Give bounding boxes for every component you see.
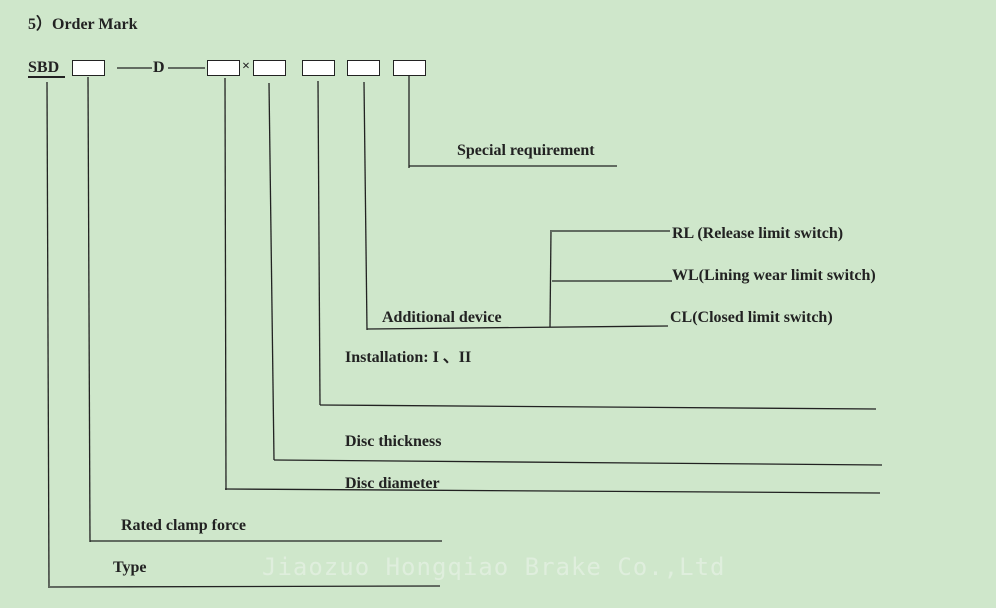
- code-box-additional: [347, 60, 380, 76]
- label-clamp: Rated clamp force: [121, 517, 246, 534]
- watermark: Jiaozuo Hongqiao Brake Co.,Ltd: [262, 553, 726, 581]
- label-installation: Installation: I 、II: [345, 349, 472, 366]
- code-box-installation: [302, 60, 335, 76]
- code-box-clamp-force: [72, 60, 105, 76]
- label-special: Special requirement: [457, 142, 595, 159]
- times-sign: ×: [242, 59, 250, 74]
- label-additional: Additional device: [382, 309, 502, 326]
- label-cl: CL(Closed limit switch): [670, 309, 833, 326]
- code-prefix: SBD: [28, 59, 60, 76]
- code-d: D: [153, 59, 165, 76]
- label-diameter: Disc diameter: [345, 475, 440, 492]
- code-box-special: [393, 60, 426, 76]
- section-title: 5）Order Mark: [28, 16, 138, 33]
- label-wl: WL(Lining wear limit switch): [672, 267, 876, 284]
- label-rl: RL (Release limit switch): [672, 225, 844, 242]
- code-box-thickness: [253, 60, 286, 76]
- code-box-diameter: [207, 60, 240, 76]
- label-type: Type: [113, 559, 147, 576]
- label-thickness: Disc thickness: [345, 433, 442, 450]
